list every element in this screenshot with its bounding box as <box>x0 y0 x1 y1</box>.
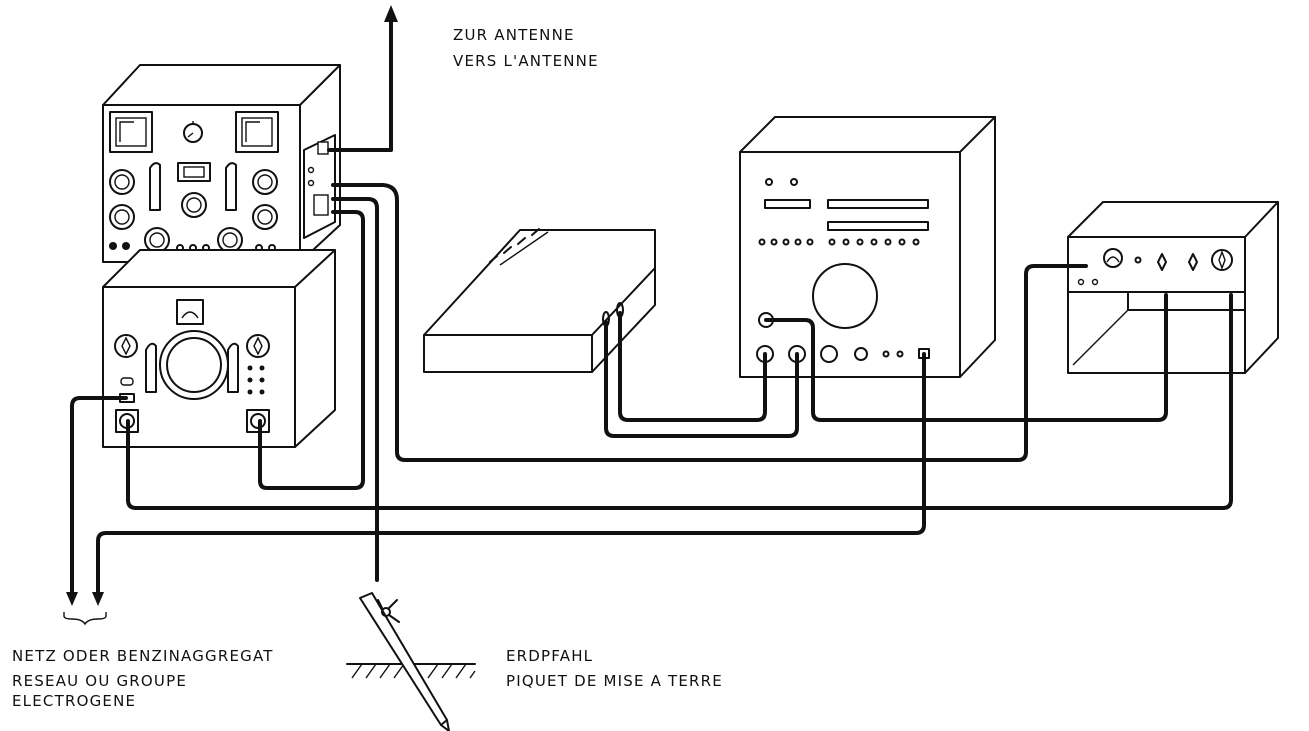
ground-label-fr: PIQUET DE MISE A TERRE <box>506 672 723 690</box>
power-label-de: NETZ ODER BENZINAGGREGAT <box>12 647 274 665</box>
lower-power-unit <box>102 249 336 448</box>
right-unit <box>1067 201 1279 374</box>
ground-stake <box>346 592 476 731</box>
power-arrows <box>63 592 107 626</box>
antenna-label-de: ZUR ANTENNE <box>453 26 575 44</box>
antenna-label-fr: VERS L'ANTENNE <box>453 52 599 70</box>
center-cabinet <box>739 116 996 378</box>
cables <box>70 183 1233 599</box>
power-label-fr-2: ELECTROGENE <box>12 692 137 710</box>
upper-radio-unit <box>102 64 341 263</box>
keyer-box <box>423 228 656 373</box>
power-label-fr-1: RESEAU OU GROUPE <box>12 672 188 690</box>
antenna-cable <box>327 5 398 152</box>
ground-label-de: ERDPFAHL <box>506 647 594 665</box>
